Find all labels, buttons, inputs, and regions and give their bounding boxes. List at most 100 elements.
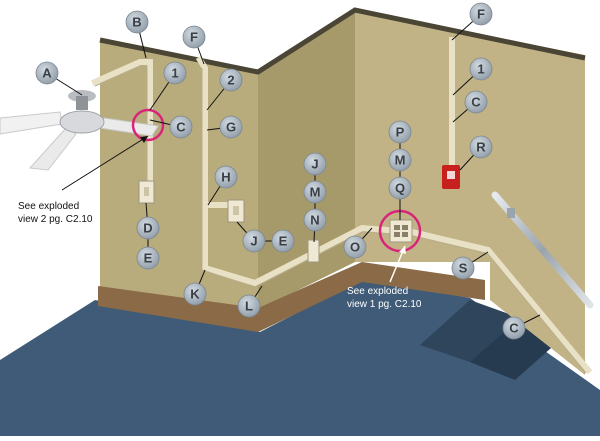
highlight-circle-view-2 (131, 108, 165, 142)
callout-bubble (237, 294, 261, 318)
wall-right (355, 10, 585, 375)
callout-label: M (310, 185, 321, 200)
wall-left (100, 40, 258, 310)
callout-ja: J (242, 229, 266, 253)
callout-label: E (144, 251, 153, 266)
baseboard-right (362, 262, 485, 300)
callout-o: O (343, 235, 367, 259)
callout-label: C (176, 120, 186, 135)
callout-ma: M (303, 180, 327, 204)
callout-label: M (395, 153, 406, 168)
callout-jb: J (303, 152, 327, 176)
callout-label: A (42, 66, 52, 81)
callout-1a: 1 (163, 61, 187, 85)
callout-g: G (219, 115, 243, 139)
callout-bubble (451, 256, 475, 280)
callout-da: D (136, 216, 160, 240)
callout-bubble (464, 90, 488, 114)
callout-eb: E (136, 246, 160, 270)
callout-label: G (226, 120, 236, 135)
callout-fb: F (469, 2, 493, 26)
callout-h: H (214, 165, 238, 189)
callout-label: Q (395, 181, 405, 196)
callout-ea: E (271, 229, 295, 253)
callout-bubble (125, 10, 149, 34)
baseboard-middle (258, 262, 362, 332)
callout-bubble (388, 148, 412, 172)
note-exploded-view-2-page: view 2 pg. C2.10 (18, 214, 93, 225)
callout-bubble (219, 68, 243, 92)
callout-label: C (509, 321, 519, 336)
callout-mb: M (388, 148, 412, 172)
floor (0, 278, 600, 436)
note-exploded-view-2: See exploded (18, 201, 79, 212)
callout-label: 1 (477, 62, 484, 77)
callout-bubble (388, 120, 412, 144)
callout-label: K (190, 287, 200, 302)
stair-step (420, 300, 520, 362)
callout-bubble (169, 115, 193, 139)
callout-label: O (350, 240, 360, 255)
callout-label: J (311, 157, 318, 172)
callout-label: F (190, 30, 198, 45)
callout-label: S (459, 261, 468, 276)
callout-bubble (271, 229, 295, 253)
callout-label: 2 (227, 73, 234, 88)
callout-label: F (477, 7, 485, 22)
callout-bubble (502, 316, 526, 340)
callout-k: K (183, 282, 207, 306)
callout-bubble (469, 57, 493, 81)
handrail-bracket (507, 208, 515, 218)
callout-label: D (143, 221, 152, 236)
ceiling-fan (0, 90, 159, 171)
callout-r: R (469, 135, 493, 159)
callout-bubble (219, 115, 243, 139)
callout-label: 1 (171, 66, 178, 81)
callout-ca: C (169, 115, 193, 139)
wall-top-edge (99, 7, 586, 75)
duplex-outlet (389, 219, 413, 243)
callout-cb: C (464, 90, 488, 114)
callout-bubble (303, 180, 327, 204)
callout-label: P (396, 125, 405, 140)
callout-bubble (303, 152, 327, 176)
note-exploded-view-1-page: view 1 pg. C2.10 (347, 299, 422, 310)
callout-s: S (451, 256, 475, 280)
baseboard-left (98, 286, 258, 332)
callout-bubble (182, 25, 206, 49)
callout-l: L (237, 294, 261, 318)
callout-bubble (469, 135, 493, 159)
callout-fa: F (182, 25, 206, 49)
callout-bubble (214, 165, 238, 189)
note-arrows (61, 135, 406, 283)
callout-bubble (136, 216, 160, 240)
callout-a: A (35, 61, 59, 85)
callout-bubble (183, 282, 207, 306)
callout-bubble (388, 176, 412, 200)
callout-p: P (388, 120, 412, 144)
callout-bubble (242, 229, 266, 253)
callout-2: 2 (219, 68, 243, 92)
callout-label: E (279, 234, 288, 249)
callout-label: R (476, 140, 486, 155)
callout-bubble (343, 235, 367, 259)
callout-bubble (469, 2, 493, 26)
callout-b: B (125, 10, 149, 34)
callout-label: J (250, 234, 257, 249)
callout-cc: C (502, 316, 526, 340)
junction-box (307, 239, 320, 263)
callout-bubble (35, 61, 59, 85)
note-exploded-view-1: See exploded (347, 286, 408, 297)
callout-bubble (303, 208, 327, 232)
callout-bubble (163, 61, 187, 85)
callout-label: B (132, 15, 141, 30)
callout-q: Q (388, 176, 412, 200)
callout-bubble (136, 246, 160, 270)
callout-label: N (310, 213, 319, 228)
callout-label: C (471, 95, 481, 110)
callout-n: N (303, 208, 327, 232)
callout-label: L (245, 299, 253, 314)
callout-1b: 1 (469, 57, 493, 81)
